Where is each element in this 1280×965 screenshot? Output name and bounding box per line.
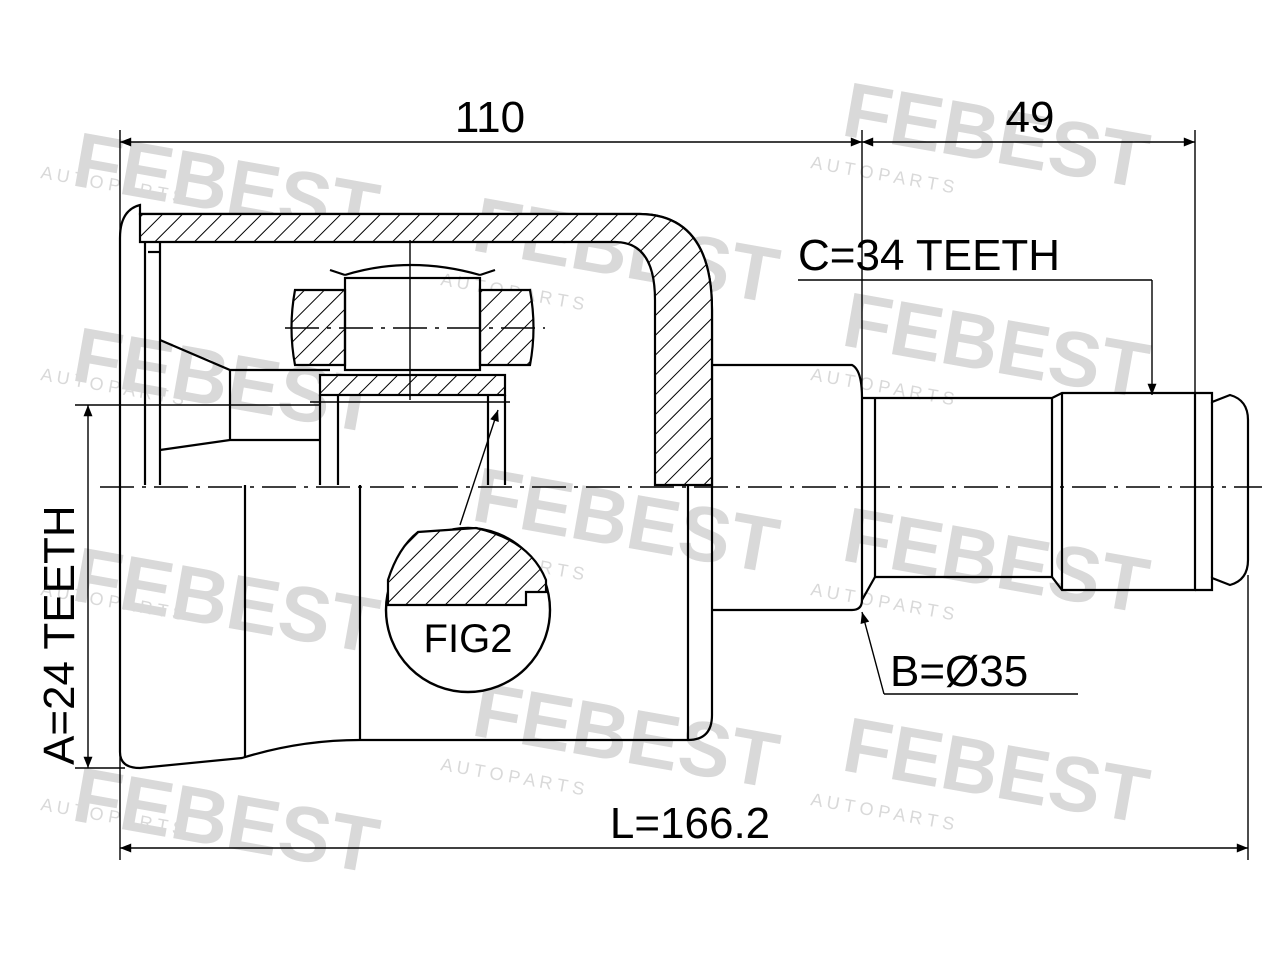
- leader-lines: [798, 279, 1157, 695]
- stub-shaft: [712, 363, 1250, 612]
- total-length-label: L=166.2: [610, 799, 770, 848]
- seal-diameter-label: B=Ø35: [890, 647, 1028, 696]
- housing-length-label: 110: [455, 93, 525, 142]
- inner-spline-label: A=24 TEETH: [35, 505, 84, 765]
- shaft-length-label: 49: [1006, 93, 1055, 142]
- watermark-group: FEBEST A U T O P A R T S FEBEST A U T O …: [39, 65, 1155, 890]
- outer-spline-label: C=34 TEETH: [798, 231, 1060, 280]
- cv-housing: [118, 203, 714, 770]
- fig2-detail: FIG2: [384, 409, 552, 694]
- tripod-assembly: [285, 240, 545, 485]
- fig2-label: FIG2: [424, 617, 513, 661]
- dimension-lines: [83, 137, 1249, 853]
